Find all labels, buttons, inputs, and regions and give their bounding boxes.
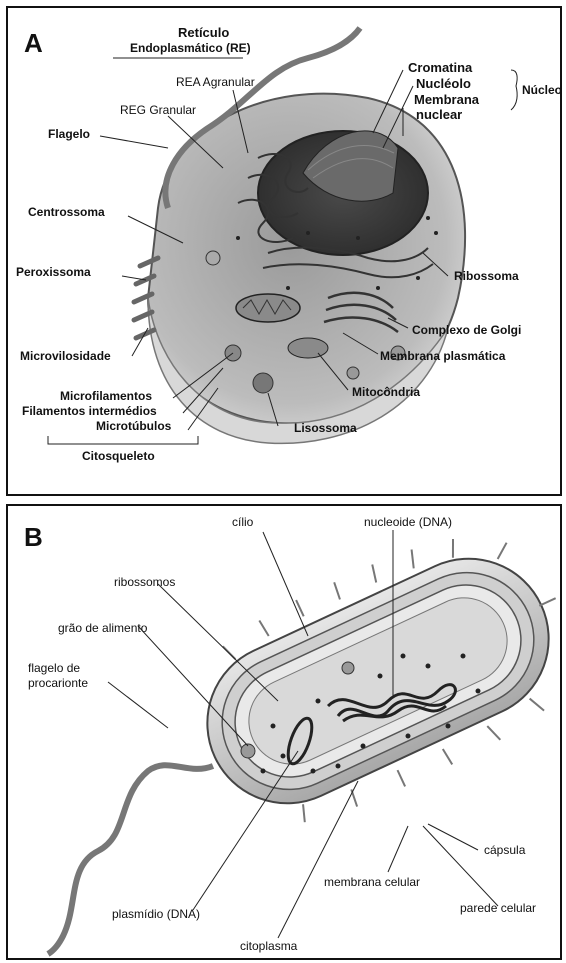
label-lisossoma: Lisossoma xyxy=(294,421,357,435)
label-reticulo: Retículo xyxy=(178,25,229,40)
label-citosqueleto: Citosqueleto xyxy=(82,449,155,463)
label-rea-agranular: REA Agranular xyxy=(176,75,255,89)
panel-b-prokaryotic-cell: B cílio nucleoide (DNA) ribossomos grão … xyxy=(6,504,562,960)
label-membrana-plasmatica: Membrana plasmática xyxy=(380,349,506,363)
label-complexo-golgi: Complexo de Golgi xyxy=(412,323,521,337)
eukaryotic-cell-diagram: A Retículo Endoplasmático (RE) REA Agran… xyxy=(8,8,560,494)
mitochondrion xyxy=(236,294,300,322)
label-cilio: cílio xyxy=(232,515,254,529)
label-flagelo-line1: flagelo de xyxy=(28,661,80,675)
label-flagelo-line2: procarionte xyxy=(28,676,88,690)
panel-a-eukaryotic-cell: A Retículo Endoplasmático (RE) REA Agran… xyxy=(6,6,562,496)
panel-letter-b: B xyxy=(24,522,43,552)
label-plasmidio: plasmídio (DNA) xyxy=(112,907,200,921)
label-membrana: Membrana xyxy=(414,92,480,107)
label-microfilamentos: Microfilamentos xyxy=(60,389,152,403)
label-filamentos-intermedios: Filamentos intermédios xyxy=(22,404,157,418)
label-centrossoma: Centrossoma xyxy=(28,205,105,219)
label-flagelo: Flagelo xyxy=(48,127,90,141)
label-capsula: cápsula xyxy=(484,843,526,857)
label-cromatina: Cromatina xyxy=(408,60,473,75)
label-microtubulos: Microtúbulos xyxy=(96,419,172,433)
prokaryote-flagellum xyxy=(48,765,213,954)
label-ribossomos: ribossomos xyxy=(114,575,175,589)
label-peroxissoma: Peroxissoma xyxy=(16,265,91,279)
label-nucleoide: nucleoide (DNA) xyxy=(364,515,452,529)
label-ribossoma: Ribossoma xyxy=(454,269,519,283)
food-granule xyxy=(241,744,255,758)
label-mitocondria: Mitocôndria xyxy=(352,385,420,399)
label-citoplasma: citoplasma xyxy=(240,939,298,953)
prokaryotic-cell-diagram: B cílio nucleoide (DNA) ribossomos grão … xyxy=(8,506,560,958)
label-nucleo: Núcleo xyxy=(522,83,560,97)
label-nucleolo: Nucléolo xyxy=(416,76,471,91)
panel-letter-a: A xyxy=(24,28,43,58)
label-membrana-celular: membrana celular xyxy=(324,875,420,889)
label-microvilosidade: Microvilosidade xyxy=(20,349,111,363)
label-nuclear: nuclear xyxy=(416,107,462,122)
label-endoplasmatico: Endoplasmático (RE) xyxy=(130,41,251,55)
bacterium-body xyxy=(169,506,560,854)
label-reg-granular: REG Granular xyxy=(120,103,196,117)
label-grao-alimento: grão de alimento xyxy=(58,621,148,635)
lysosome xyxy=(253,373,273,393)
label-parede-celular: parede celular xyxy=(460,901,536,915)
